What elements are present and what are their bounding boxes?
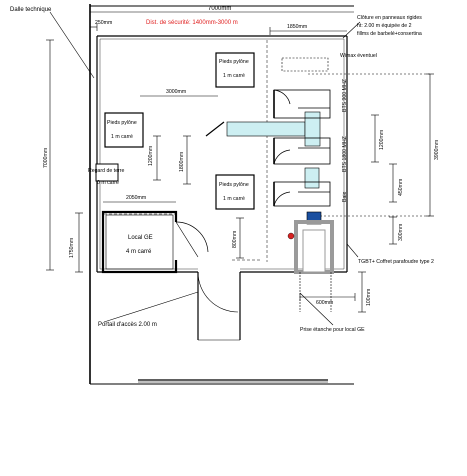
label-wimax: Wimax éventuel (340, 53, 377, 59)
local-ge-room (101, 210, 209, 274)
bts-900-cabinet (273, 89, 331, 119)
label-fence-3: fillms de barbelé+consertina (357, 31, 422, 37)
label-baie: Baie (342, 192, 348, 202)
bts-1800-cabinet (273, 137, 331, 165)
label-pylon-top-1: Pieds pylône (219, 59, 249, 65)
label-1850mm: 1850mm (287, 24, 307, 30)
label-450mm: 450mm (398, 179, 404, 196)
label-tgbt: TGBT+ Coffret parafoudre type 2 (358, 259, 434, 265)
label-3900mm: 3900mm (434, 140, 440, 160)
ground-inspection-box (95, 163, 119, 182)
label-local-ge-1: Local GE (128, 235, 153, 241)
label-1750mm: 1750mm (69, 238, 75, 258)
wimax-box (281, 57, 329, 72)
label-total-width: 7000mm (208, 6, 231, 12)
label-regard-1: Regard de terre (88, 168, 124, 174)
label-600mm: 600mm (316, 300, 333, 306)
outer-slab (89, 4, 354, 385)
label-bts-1800: BTS 1800 MHZ (342, 136, 348, 172)
pylon-bottom (215, 174, 255, 210)
pylon-top (215, 52, 255, 88)
label-pylon-left-1: Pieds pylône (107, 120, 137, 126)
label-1200mm-right: 1200mm (379, 130, 385, 150)
label-security-distance: Dist. de sécurité: 1400mm-3000 m (146, 20, 238, 26)
label-pylon-top-2: 1 m carré (223, 73, 245, 79)
label-2050mm: 2050mm (126, 195, 146, 201)
label-250mm: 250mm (95, 20, 112, 26)
label-1200mm: 1200mm (148, 146, 154, 166)
label-prise: Prise étanche pour local GE (300, 327, 365, 333)
label-3000mm: 3000mm (166, 89, 186, 95)
label-dalle-technique: Dalle technique (10, 7, 52, 13)
label-800mm: 800mm (232, 231, 238, 248)
cable-trays (205, 111, 321, 189)
label-fence-2: ht: 2.00 m équipée de 2 (357, 23, 412, 29)
label-100mm: 100mm (366, 289, 372, 306)
label-1800mm: 1800mm (179, 152, 185, 172)
pylon-left (104, 112, 144, 148)
leader-lines (49, 11, 361, 326)
label-portail: Portail d'accès 2.00 m (98, 322, 157, 328)
label-pylon-bottom-2: 1 m carré (223, 196, 245, 202)
label-local-ge-2: 4 m carré (126, 249, 152, 255)
access-gate (197, 271, 241, 341)
tgbt-cabinet (287, 211, 334, 312)
label-300mm: 300mm (398, 224, 404, 241)
label-regard-2: 0 m carré (97, 180, 119, 186)
label-total-height: 7000mm (43, 148, 49, 168)
label-pylon-bottom-1: Pieds pylône (219, 182, 249, 188)
bay-cabinet (273, 181, 331, 207)
label-pylon-left-2: 1 m carré (111, 134, 133, 140)
dimension-lines (46, 11, 434, 313)
label-fence-1: Clôture en panneaux rigides (357, 15, 422, 21)
dashed-guides (104, 40, 268, 262)
label-bts-900: BTS 900 MHZ (342, 79, 348, 112)
